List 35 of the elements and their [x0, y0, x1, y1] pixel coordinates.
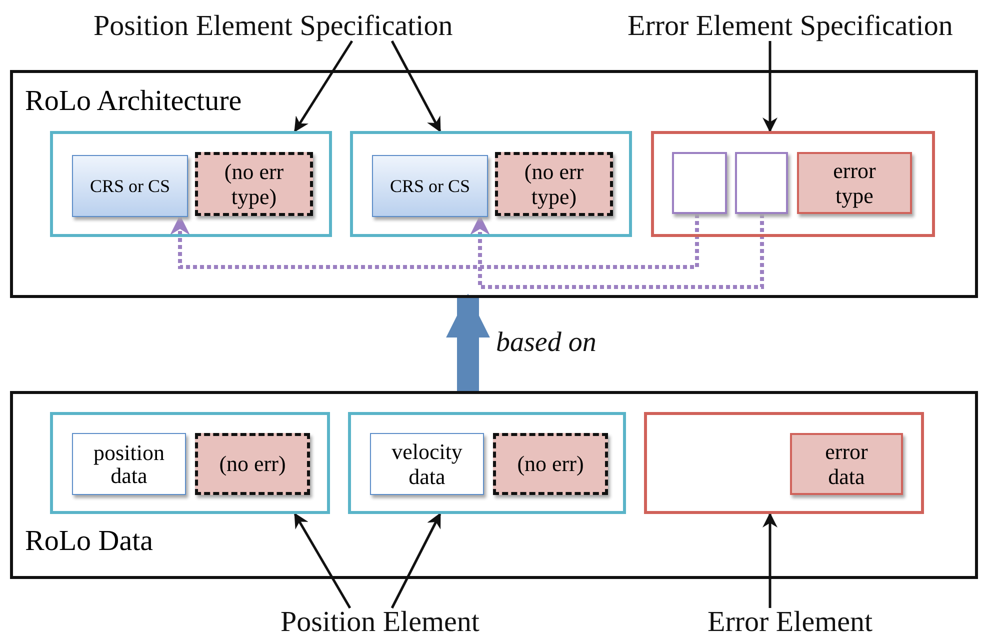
element-box — [50, 131, 332, 237]
data-panel — [10, 391, 978, 579]
arrow — [762, 512, 778, 608]
panel-title: RoLo Data — [25, 527, 154, 556]
heading-text: Error Element Specification — [628, 12, 953, 41]
crs-box: CRS or CS — [72, 155, 188, 217]
arrow — [294, 40, 354, 132]
arrow — [390, 40, 442, 132]
heading-text: Position Element Specification — [94, 12, 453, 41]
heading-text: Position Element — [280, 608, 480, 637]
element-box — [644, 412, 924, 514]
empty-box — [735, 152, 788, 214]
element-box — [651, 131, 935, 237]
error-type-box: (no err type) — [195, 152, 313, 216]
error-data-box: error data — [790, 433, 903, 495]
heading-text: Error Element — [708, 608, 873, 637]
no-error-box: (no err) — [195, 433, 310, 495]
arrow — [294, 512, 352, 609]
no-error-box: (no err) — [493, 433, 608, 495]
arrow — [762, 41, 778, 132]
arrow — [170, 214, 699, 269]
data-box: position data — [72, 433, 186, 495]
element-box — [50, 412, 330, 514]
data-box: velocity data — [370, 433, 484, 495]
empty-box — [672, 152, 727, 214]
element-box — [350, 131, 632, 237]
arrow — [446, 294, 490, 391]
arrow — [390, 512, 442, 609]
element-box — [348, 412, 626, 514]
architecture-panel — [10, 70, 978, 298]
crs-box: CRS or CS — [372, 155, 488, 217]
error-type-box: error type — [797, 152, 912, 214]
panel-title: RoLo Architecture — [25, 87, 242, 116]
error-type-box: (no err type) — [495, 152, 613, 216]
arrow — [470, 214, 764, 289]
